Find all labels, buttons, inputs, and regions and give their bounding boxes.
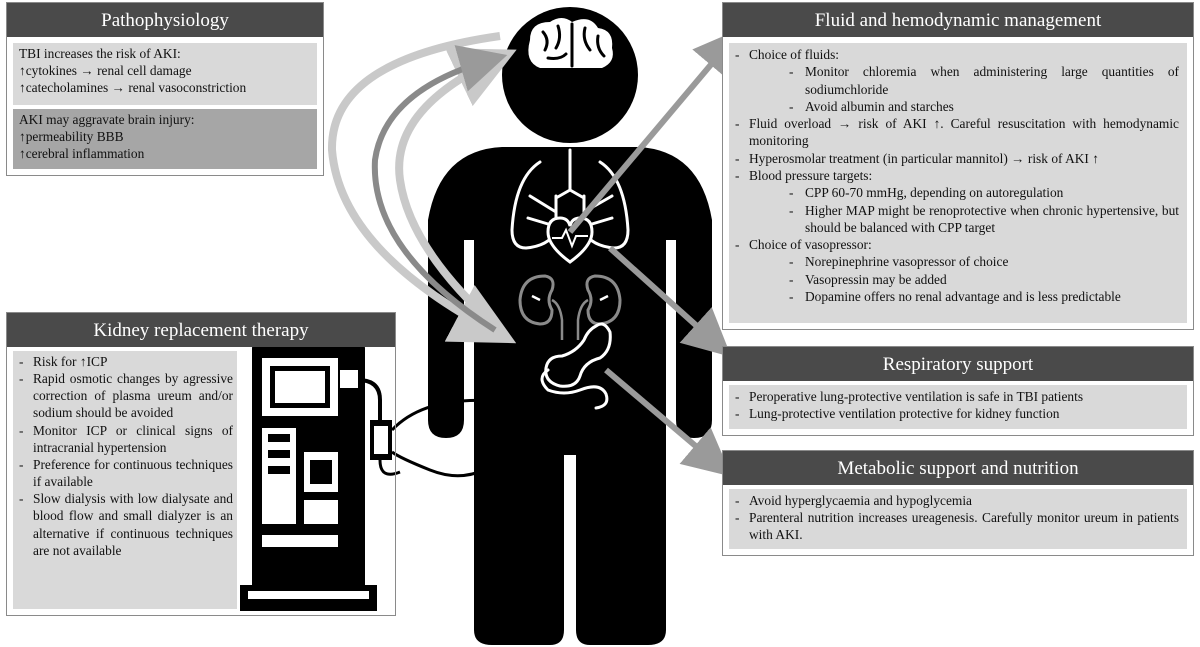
list-item: Parenteral nutrition increases ureagenes… — [733, 509, 1179, 543]
kidney-replacement-box: Risk for ↑ICP Rapid osmotic changes by a… — [13, 351, 237, 609]
arrow-to-brain — [371, 45, 508, 333]
list-item: Fluid overload → risk of AKI ↑. Careful … — [733, 115, 1179, 150]
list-item: Risk for ↑ICP — [17, 353, 233, 370]
respiratory-panel: Respiratory support Peroperative lung-pr… — [722, 346, 1194, 436]
list-item: Hyperosmolar treatment (in particular ma… — [733, 150, 1179, 168]
kidneys-icon — [518, 274, 622, 340]
list-item: Preference for continuous techniques if … — [17, 456, 233, 490]
arrow-lungs-to-respiratory — [607, 245, 732, 358]
tbi-line: TBI increases the risk of AKI: — [19, 46, 181, 61]
fluid-panel: Fluid and hemodynamic management Choice … — [722, 2, 1194, 330]
list-item: Peroperative lung-protective ventilation… — [733, 388, 1183, 405]
list-item: Choice of fluids: — [733, 46, 1179, 64]
tbi-line: ↑catecholamines → renal vasoconstriction — [19, 80, 247, 96]
fluid-title: Fluid and hemodynamic management — [723, 3, 1193, 37]
heart-icon — [546, 216, 594, 264]
pathophysiology-title: Pathophysiology — [7, 3, 323, 37]
metabolic-box: Avoid hyperglycaemia and hypoglycemia Pa… — [729, 489, 1187, 549]
lungs-icon — [510, 148, 630, 250]
sub-list-item: Dopamine offers no renal advantage and i… — [789, 288, 1179, 306]
respiratory-title: Respiratory support — [723, 347, 1193, 381]
sub-list-item: Monitor chloremia when administering lar… — [789, 63, 1179, 98]
arrow-kidney-to-pathophysiology — [395, 48, 517, 333]
kidney-replacement-title: Kidney replacement therapy — [7, 313, 395, 347]
respiratory-box: Peroperative lung-protective ventilation… — [729, 385, 1187, 429]
list-item: Avoid hyperglycaemia and hypoglycemia — [733, 492, 1179, 509]
aki-line: AKI may aggravate brain injury: — [19, 112, 195, 127]
brain-icon — [528, 18, 613, 68]
tbi-line: ↑cytokines → renal cell damage — [19, 63, 192, 79]
metabolic-title: Metabolic support and nutrition — [723, 451, 1193, 485]
list-item: Rapid osmotic changes by agressive corre… — [17, 370, 233, 421]
pathophysiology-tbi-box: TBI increases the risk of AKI: ↑cytokine… — [13, 43, 317, 105]
sub-list-item: Norepinephrine vasopressor of choice — [789, 253, 1179, 271]
pathophysiology-aki-box: AKI may aggravate brain injury: ↑permeab… — [13, 109, 317, 169]
list-item: Monitor ICP or clinical signs of intracr… — [17, 422, 233, 456]
sub-list-item: Vasopressin may be added — [789, 271, 1179, 289]
arrow-heart-to-fluid — [567, 28, 742, 234]
sub-list-item: CPP 60-70 mmHg, depending on autoregulat… — [789, 184, 1179, 202]
kidney-replacement-panel: Kidney replacement therapy Risk for ↑ICP… — [6, 312, 396, 616]
list-item: Blood pressure targets: — [733, 167, 1179, 185]
arrow-brain-curve — [327, 32, 517, 344]
human-figure-icon — [428, 7, 712, 645]
aki-line: ↑cerebral inflammation — [19, 146, 145, 162]
dialysis-machine-icon — [240, 344, 401, 611]
arrow-stomach-to-metabolic — [604, 367, 732, 477]
sub-list-item: Avoid albumin and starches — [789, 98, 1179, 116]
pathophysiology-panel: Pathophysiology TBI increases the risk o… — [6, 2, 324, 176]
list-item: Choice of vasopressor: — [733, 236, 1179, 254]
stomach-icon — [540, 322, 612, 410]
dialysis-tube — [390, 398, 535, 478]
list-item: Slow dialysis with low dialysate and blo… — [17, 490, 233, 559]
list-item: Lung-protective ventilation protective f… — [733, 405, 1183, 422]
metabolic-panel: Metabolic support and nutrition Avoid hy… — [722, 450, 1194, 556]
fluid-box: Choice of fluids: Monitor chloremia when… — [729, 43, 1187, 323]
aki-line: ↑permeability BBB — [19, 129, 124, 145]
sub-list-item: Higher MAP might be renoprotective when … — [789, 202, 1179, 237]
